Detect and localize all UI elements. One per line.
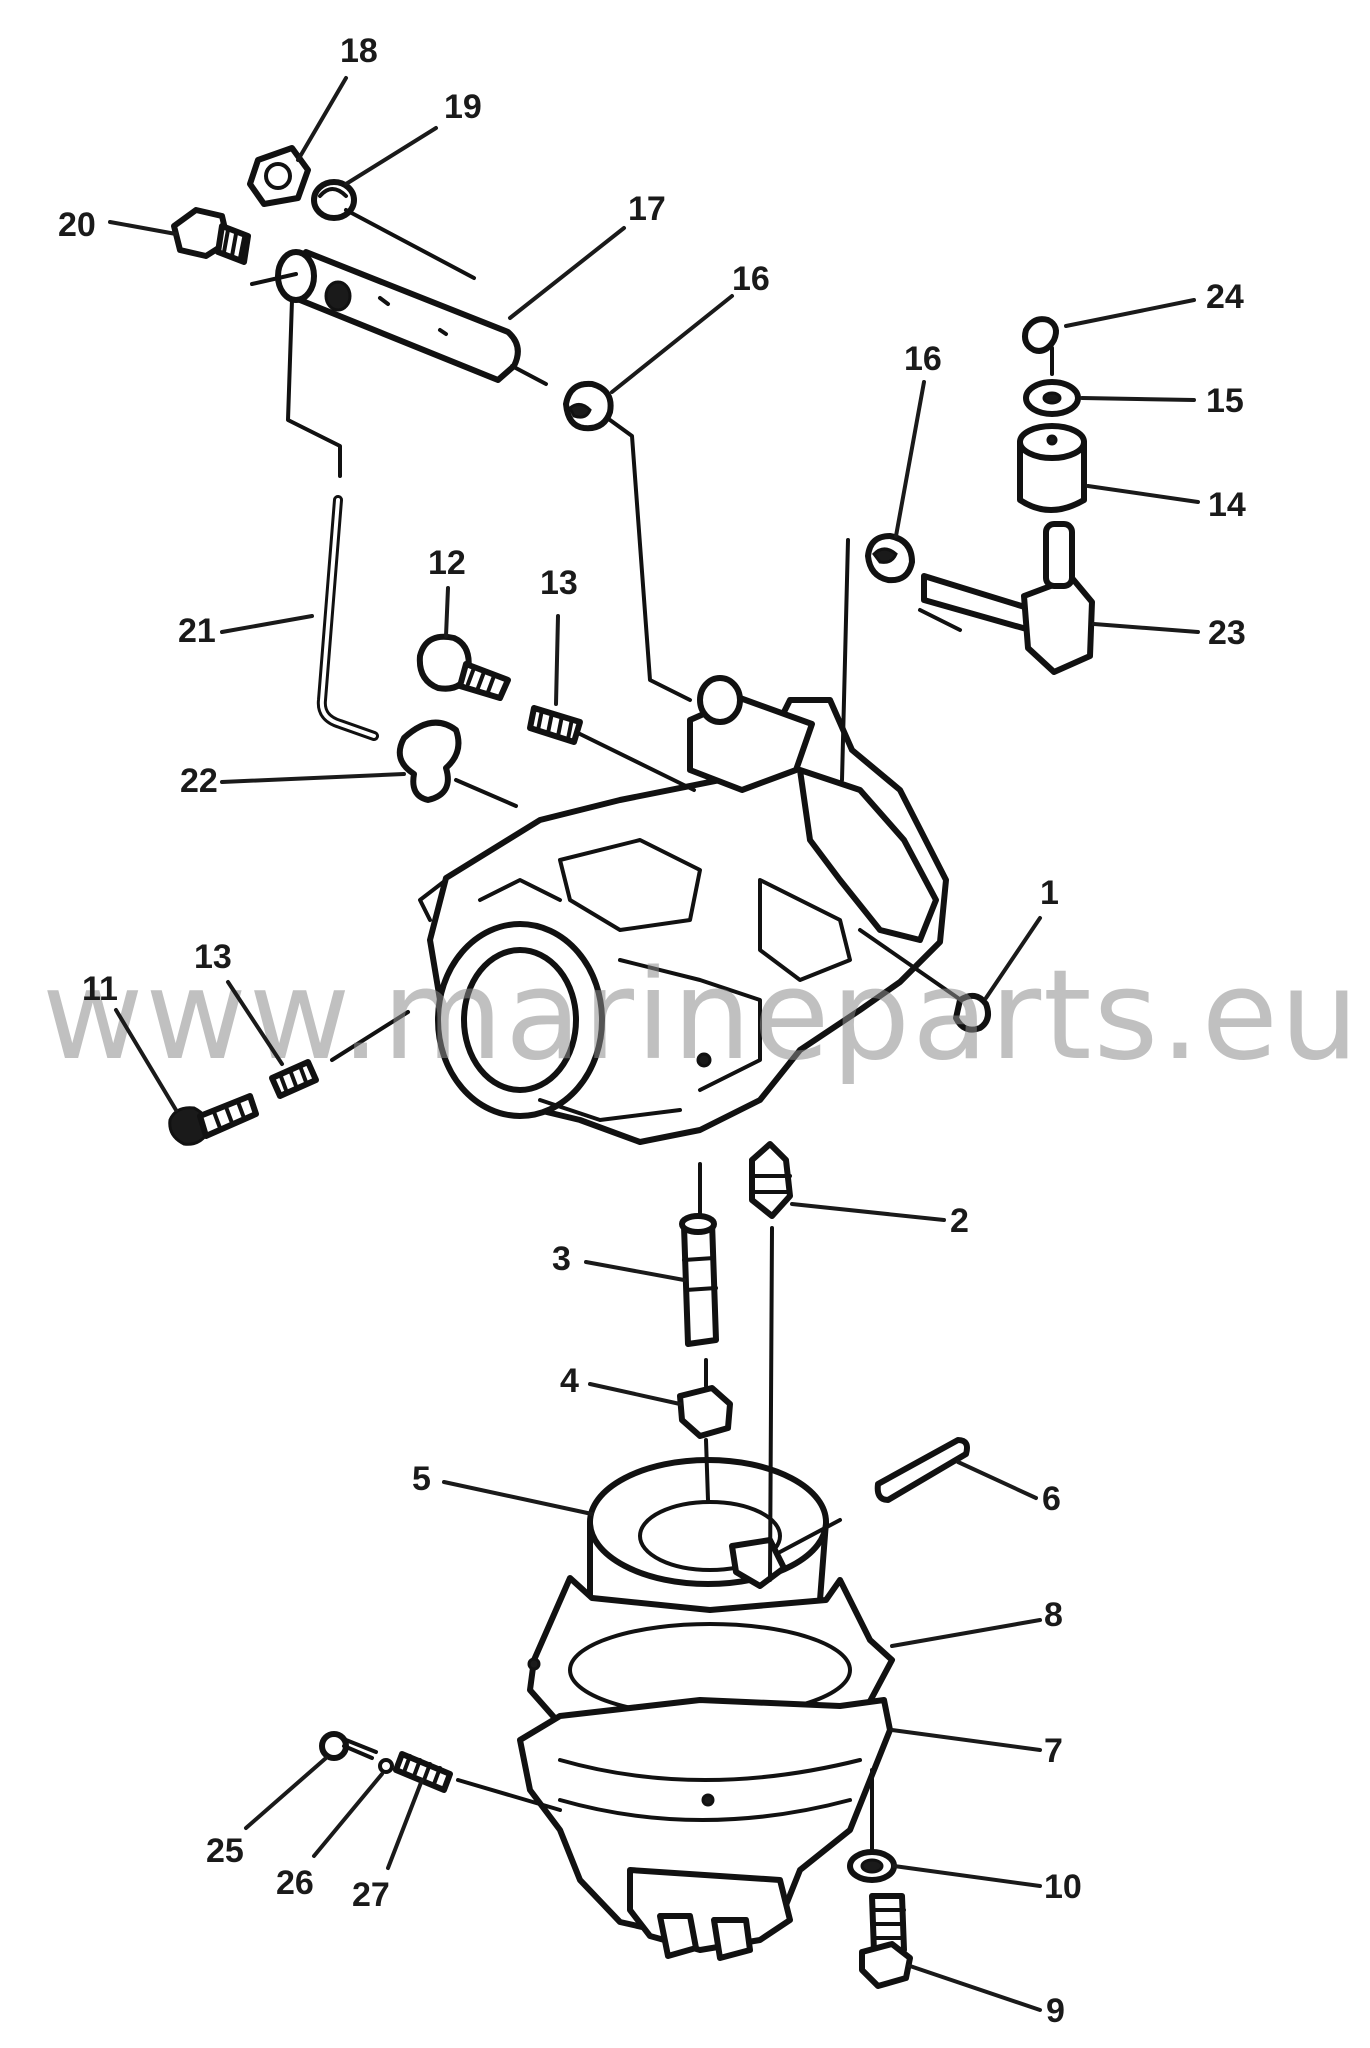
part-7-float-bowl bbox=[517, 1697, 893, 1961]
carburetor-body bbox=[418, 675, 949, 1145]
callout-24: 24 bbox=[1206, 278, 1244, 316]
callout-4: 4 bbox=[560, 1362, 579, 1400]
part-13-spring-lower bbox=[269, 1059, 319, 1099]
callout-27: 27 bbox=[352, 1876, 390, 1914]
part-3-jet bbox=[679, 1213, 719, 1347]
callout-25: 25 bbox=[206, 1832, 244, 1870]
part-15-washer bbox=[1023, 379, 1081, 417]
part-24-clip bbox=[1022, 316, 1059, 354]
part-18-nut bbox=[247, 145, 311, 207]
callout-1: 1 bbox=[1040, 874, 1059, 912]
part-12-screw bbox=[416, 633, 511, 701]
part-19-clip bbox=[311, 179, 357, 221]
part-11-screw bbox=[168, 1093, 259, 1146]
assembly-lines bbox=[250, 208, 1054, 1852]
part-27-spring bbox=[393, 1751, 453, 1793]
callout-2: 2 bbox=[950, 1202, 969, 1240]
part-20-screw bbox=[171, 207, 251, 265]
callout-16-upper: 16 bbox=[732, 260, 770, 298]
part-23-bracket bbox=[921, 521, 1095, 675]
part-16-clip-upper bbox=[563, 380, 614, 432]
callout-6: 6 bbox=[1042, 1480, 1061, 1518]
part-1-screw bbox=[953, 992, 991, 1033]
part-16-clip-right bbox=[865, 533, 915, 584]
callout-9: 9 bbox=[1046, 1992, 1065, 2030]
part-10-washer bbox=[847, 1849, 897, 1883]
callout-3: 3 bbox=[552, 1240, 571, 1278]
part-6-pin bbox=[874, 1437, 970, 1503]
callout-12: 12 bbox=[428, 544, 466, 582]
part-14-bushing bbox=[1017, 423, 1087, 513]
callout-19: 19 bbox=[444, 88, 482, 126]
part-13-spring-upper bbox=[527, 705, 583, 745]
callout-15: 15 bbox=[1206, 382, 1244, 420]
callout-26: 26 bbox=[276, 1864, 314, 1902]
callout-labels: 18 19 20 17 16 16 24 15 14 23 12 13 21 2… bbox=[58, 32, 1246, 2030]
callout-13-lower: 13 bbox=[194, 938, 232, 976]
part-22-knob bbox=[396, 719, 462, 803]
part-9-bolt bbox=[859, 1893, 913, 1989]
callout-13-upper: 13 bbox=[540, 564, 578, 602]
part-2-needle-valve bbox=[749, 1141, 793, 1219]
callout-10: 10 bbox=[1044, 1868, 1082, 1906]
callout-23: 23 bbox=[1208, 614, 1246, 652]
callout-8: 8 bbox=[1044, 1596, 1063, 1634]
callout-14: 14 bbox=[1208, 486, 1246, 524]
part-4-nut bbox=[677, 1385, 733, 1439]
callout-7: 7 bbox=[1044, 1732, 1063, 1770]
part-17-lever bbox=[275, 249, 521, 383]
callout-5: 5 bbox=[412, 1460, 431, 1498]
leader-lines bbox=[108, 76, 1200, 2012]
callout-11: 11 bbox=[82, 970, 118, 1008]
part-25-screw bbox=[319, 1731, 378, 1761]
part-21-rod bbox=[316, 495, 379, 741]
callout-20: 20 bbox=[58, 206, 96, 244]
callout-17: 17 bbox=[628, 190, 666, 228]
callout-18: 18 bbox=[340, 32, 378, 70]
callout-22: 22 bbox=[180, 762, 218, 800]
callout-21: 21 bbox=[178, 612, 216, 650]
part-26-o-ring bbox=[378, 1758, 394, 1774]
callout-16-right: 16 bbox=[904, 340, 942, 378]
watermark: www.marineparts.eu bbox=[42, 944, 1361, 1088]
